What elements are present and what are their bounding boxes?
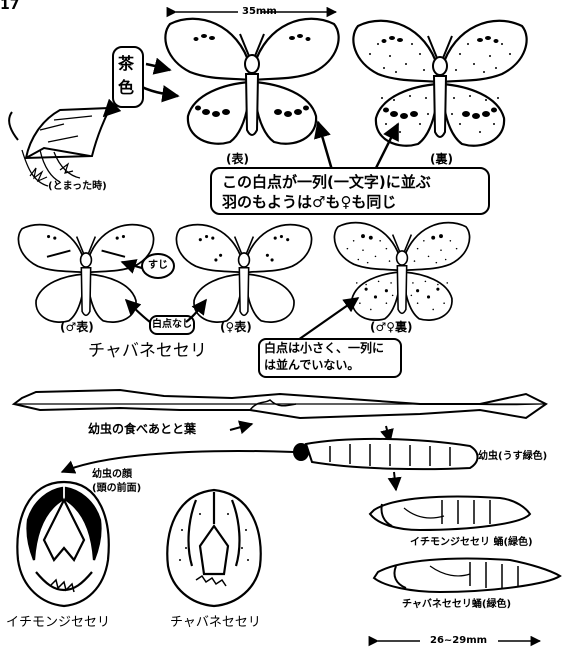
upperside-label: (表)	[226, 153, 249, 165]
larva	[294, 439, 478, 469]
resting-label: (とまった時)	[48, 182, 107, 192]
butterfly-underside-middle	[334, 223, 469, 320]
note-line-1: 白点は小さく、一列に	[264, 342, 384, 354]
no-white-spot-label: 白点なし	[152, 320, 192, 330]
pupa-ichimonji	[370, 497, 530, 531]
pupa-arrow	[394, 472, 396, 490]
callout-line-1: この白点が一列(一文字)に並ぶ	[222, 171, 431, 192]
vein-label: すじ	[148, 261, 168, 271]
larva-head-label-2: (頭の前面)	[92, 484, 141, 494]
bottom-scale-label: 26~29mm	[430, 636, 487, 646]
larva-head-label-1: 幼虫の顔	[92, 470, 132, 480]
callout-line-2: 羽のもようは♂も♀も同じ	[222, 191, 396, 212]
larva-label: 幼虫(うす緑色)	[478, 452, 547, 462]
butterfly-female-upperside	[176, 225, 311, 322]
butterfly-underside-top	[353, 21, 526, 146]
note-line-2: は並んでいない。	[264, 359, 359, 371]
figure-number: 17	[0, 0, 19, 13]
pupa-chabane	[374, 559, 560, 593]
resting-butterfly	[9, 108, 110, 186]
larva-head-ichimonji	[17, 482, 108, 606]
leaf-label-arrow	[230, 424, 252, 430]
underside-label: (裏)	[430, 153, 453, 165]
top-scale-label: 35mm	[242, 7, 277, 17]
butterfly-upperside-top	[165, 19, 338, 144]
leaf-eaten-label: 幼虫の食べあとと葉	[88, 423, 196, 435]
head-species-label-2: チャバネセセリ	[170, 616, 261, 629]
male-upperside-label: (♂表)	[60, 321, 94, 333]
tea-color-label: 茶色	[118, 52, 134, 100]
pupa-label-2: チャバネセセリ蛹(緑色)	[402, 600, 511, 610]
larva-head-chabane	[167, 490, 260, 606]
male-female-underside-label: (♂♀裏)	[370, 321, 413, 333]
pupa-label-1: イチモンジセセリ 蛹(緑色)	[410, 538, 533, 548]
female-upperside-label: (♀表)	[220, 321, 252, 333]
species-label-chabane: チャバネセセリ	[88, 343, 207, 360]
grass-leaf	[14, 390, 546, 418]
head-species-label-1: イチモンジセセリ	[6, 616, 110, 629]
